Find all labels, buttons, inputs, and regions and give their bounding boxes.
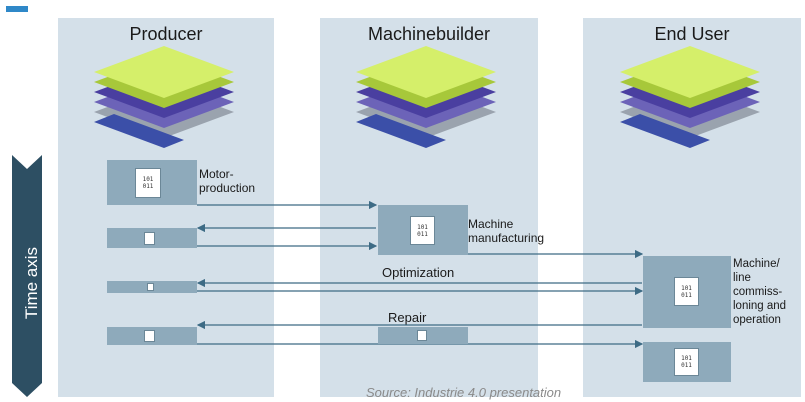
machinebuilder-title: Machinebuilder bbox=[367, 24, 491, 44]
icon-text-011: 011 bbox=[142, 183, 154, 190]
icon-text-101: 101 bbox=[417, 223, 428, 231]
commissioning-doc: 101 011 bbox=[643, 256, 731, 328]
file-icon bbox=[147, 283, 154, 291]
accent-bar bbox=[6, 6, 28, 12]
commissioning-label: Machine/ line commiss- loning and operat… bbox=[733, 258, 787, 326]
icon-text-011: 011 bbox=[681, 291, 692, 299]
producer-doc-4 bbox=[107, 327, 197, 345]
binary-file-icon: 101 011 bbox=[410, 216, 435, 245]
time-axis: Time axis bbox=[12, 155, 42, 397]
icon-text-011: 011 bbox=[417, 230, 428, 238]
rami-model-producer bbox=[94, 46, 234, 148]
file-icon bbox=[144, 232, 155, 245]
binary-file-icon: 101 011 bbox=[135, 168, 161, 198]
end-user-title: End User bbox=[654, 24, 730, 44]
end-user-doc-2: 101 011 bbox=[643, 342, 731, 382]
producer-doc-3 bbox=[107, 281, 197, 293]
icon-text-101: 101 bbox=[681, 284, 692, 292]
binary-file-icon: 101 011 bbox=[674, 277, 699, 306]
time-axis-arrow bbox=[12, 155, 42, 397]
motor-production-label: Motor- production bbox=[199, 167, 256, 195]
icon-text-101: 101 bbox=[681, 355, 692, 362]
file-icon bbox=[144, 330, 155, 342]
producer-doc-2 bbox=[107, 228, 197, 248]
source-caption: Source: Industrie 4.0 presentation bbox=[366, 385, 562, 400]
motor-production-doc: 101 011 bbox=[107, 160, 197, 205]
producer-title: Producer bbox=[129, 24, 203, 44]
machine-manufacturing-doc: 101 011 bbox=[378, 205, 468, 255]
icon-text-011: 011 bbox=[681, 362, 692, 369]
optimization-label: Optimization bbox=[382, 265, 455, 280]
repair-doc bbox=[378, 327, 468, 344]
rami-model-end-user bbox=[620, 46, 760, 148]
icon-text-101: 101 bbox=[142, 176, 154, 183]
rami-model-machinebuilder bbox=[356, 46, 496, 148]
machine-manufacturing-label: Machine manufacturing bbox=[468, 217, 545, 245]
repair-label: Repair bbox=[388, 310, 427, 325]
binary-file-icon: 101 011 bbox=[674, 348, 699, 376]
file-icon bbox=[417, 330, 427, 341]
